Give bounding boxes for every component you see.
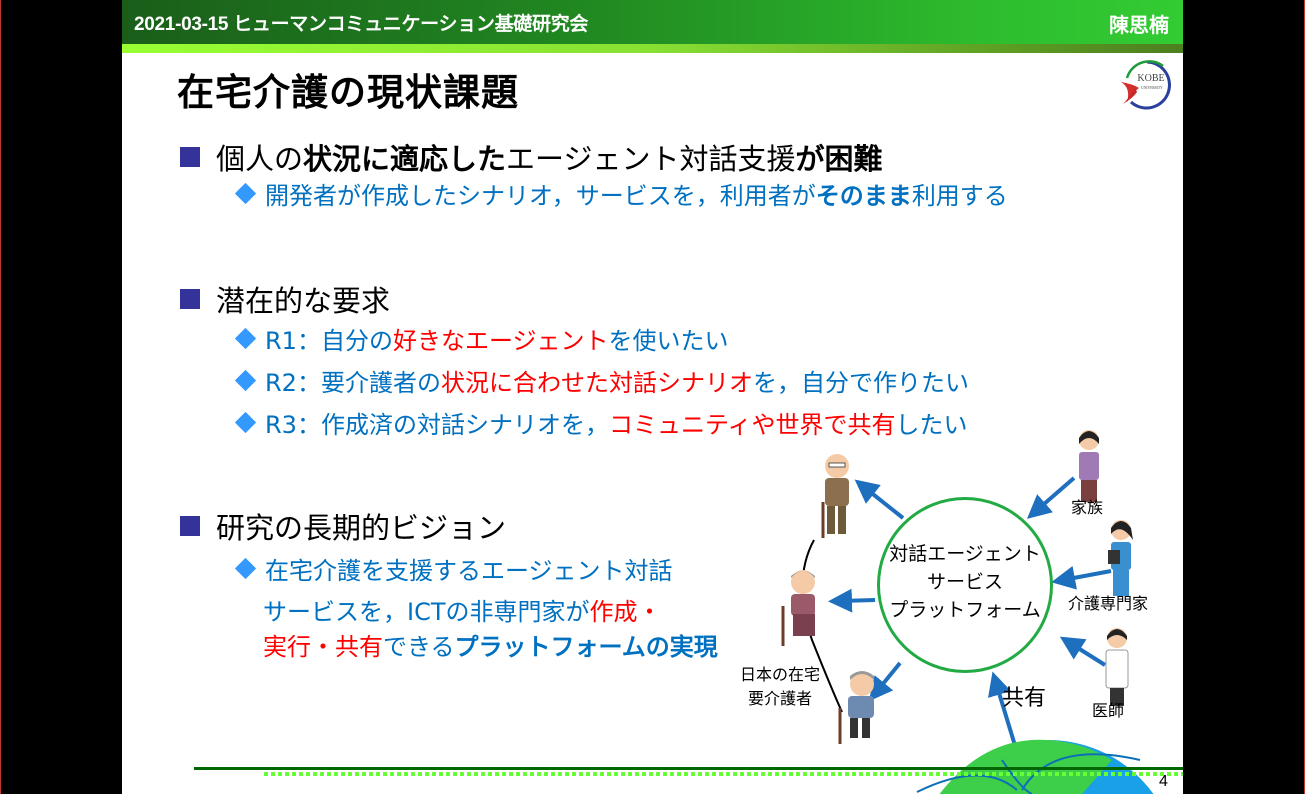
family-member-icon (1079, 430, 1099, 502)
platform-diagram: 対話エージェント サービス プラットフォーム (122, 0, 1183, 794)
window-edge-left (0, 0, 1, 794)
square-bullet-icon (180, 147, 200, 167)
square-bullet-icon (180, 516, 200, 536)
slide-header-bar: 2021-03-15 ヒューマンコミュニケーション基礎研究会 陳思楠 (122, 0, 1183, 44)
elderly-man-bent-icon (838, 671, 874, 744)
platform-label: 対話エージェント サービス プラットフォーム (889, 543, 1041, 621)
header-conference-date: 2021-03-15 ヒューマンコミュニケーション基礎研究会 (134, 14, 589, 35)
footer-divider (194, 767, 1183, 770)
vision-line3: 実行・共有できるプラットフォームの実現 (263, 633, 718, 661)
care-worker-icon (1108, 520, 1133, 596)
bullet-long-term-vision: 研究の長期的ビジョン (180, 505, 506, 547)
elderly-label-line2: 要介護者 (748, 689, 813, 708)
sub-bullet-r3: R3：作成済の対話シナリオを，コミュニティや世界で共有したい (234, 409, 968, 441)
header-accent-stripe (122, 44, 1183, 53)
square-bullet-icon (180, 289, 200, 309)
svg-text:UNIVERSITY: UNIVERSITY (1141, 86, 1163, 90)
bullet-latent-requirements: 潜在的な要求 (180, 278, 390, 320)
kobe-university-logo-icon: KOBE UNIVERSITY (1121, 60, 1171, 110)
svg-text:KOBE: KOBE (1137, 73, 1164, 84)
care-expert-label: 介護専門家 (1068, 594, 1149, 613)
sub-bullet-r2: R2：要介護者の状況に合わせた対話シナリオを，自分で作りたい (234, 367, 969, 399)
vision-line2: サービスを，ICTの非専門家が作成・ (263, 598, 662, 626)
elderly-woman-with-cane-icon (781, 570, 815, 646)
share-label: 共有 (1002, 686, 1047, 711)
sub-bullet-vision-line1: 在宅介護を支援するエージェント対話 (234, 555, 673, 587)
elderly-man-with-cane-icon (821, 454, 849, 538)
slide: 2021-03-15 ヒューマンコミュニケーション基礎研究会 陳思楠 KOBE … (122, 0, 1183, 794)
elderly-label-line1: 日本の在宅 (740, 665, 821, 684)
sub-bullet-developer-scenario: 開発者が作成したシナリオ，サービスを，利用者がそのまま利用する (234, 180, 1008, 212)
slide-title: 在宅介護の現状課題 (177, 71, 519, 114)
page-number: 4 (1159, 773, 1168, 790)
diagram-arrows (801, 476, 1154, 794)
doctor-icon (1105, 628, 1129, 706)
footer-dotted-line (264, 772, 1183, 776)
sub-bullet-r1: R1：自分の好きなエージェントを使いたい (234, 325, 728, 357)
doctor-label: 医師 (1092, 701, 1125, 720)
bullet-current-difficulty: 個人の状況に適応したエージェント対話支援が困難 (180, 136, 882, 178)
family-label: 家族 (1071, 498, 1104, 517)
header-author: 陳思楠 (1109, 13, 1169, 37)
platform-circle (877, 497, 1053, 673)
